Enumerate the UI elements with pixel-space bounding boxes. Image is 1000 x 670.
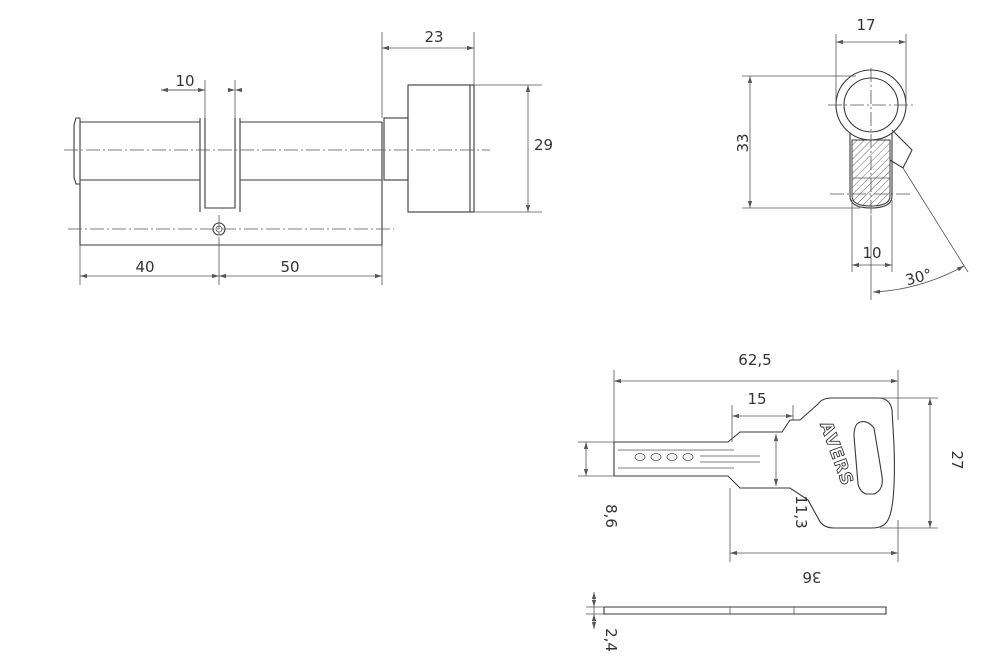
dim-cam-angle: 30° — [904, 265, 934, 289]
cylinder-lower-body — [79, 180, 383, 246]
dim-profile-height: 33 — [734, 133, 752, 152]
dim-profile-width: 17 — [856, 16, 875, 34]
turn-knob — [407, 84, 475, 213]
dim-key-length: 62,5 — [738, 351, 771, 369]
profile-cam — [889, 129, 913, 169]
key-outline — [613, 397, 895, 529]
cylinder-profile-view: 17 33 10 30° — [734, 16, 969, 300]
key-thickness-view — [603, 606, 887, 615]
cylinder-left-body — [79, 121, 200, 181]
dim-left-length: 40 — [135, 258, 154, 276]
dim-key-blade-height: 8,6 — [602, 504, 620, 528]
dim-cam-width: 10 — [175, 72, 194, 90]
dim-knob-height: 29 — [534, 136, 553, 154]
dim-key-shoulder: 15 — [747, 390, 766, 408]
dim-key-head-length: 36 — [802, 568, 821, 586]
cylinder-left-tip — [73, 117, 80, 185]
knob-neck — [383, 117, 409, 181]
key-view: AVERS 62,5 15 27 8,6 11,3 36 — [578, 351, 966, 652]
dim-profile-bottom: 10 — [862, 244, 881, 262]
dim-key-head-height: 27 — [948, 450, 966, 469]
cam-slot — [204, 118, 236, 209]
dim-right-length: 50 — [280, 258, 299, 276]
key-logo: AVERS — [815, 419, 857, 489]
key-grip — [853, 421, 883, 495]
dim-key-thickness: 2,4 — [602, 628, 620, 652]
cylinder-right-body — [240, 121, 382, 181]
dim-key-shoulder-height: 11,3 — [792, 495, 810, 528]
cylinder-side-view: 23 10 29 40 50 — [64, 28, 553, 285]
dim-knob-width: 23 — [424, 28, 443, 46]
